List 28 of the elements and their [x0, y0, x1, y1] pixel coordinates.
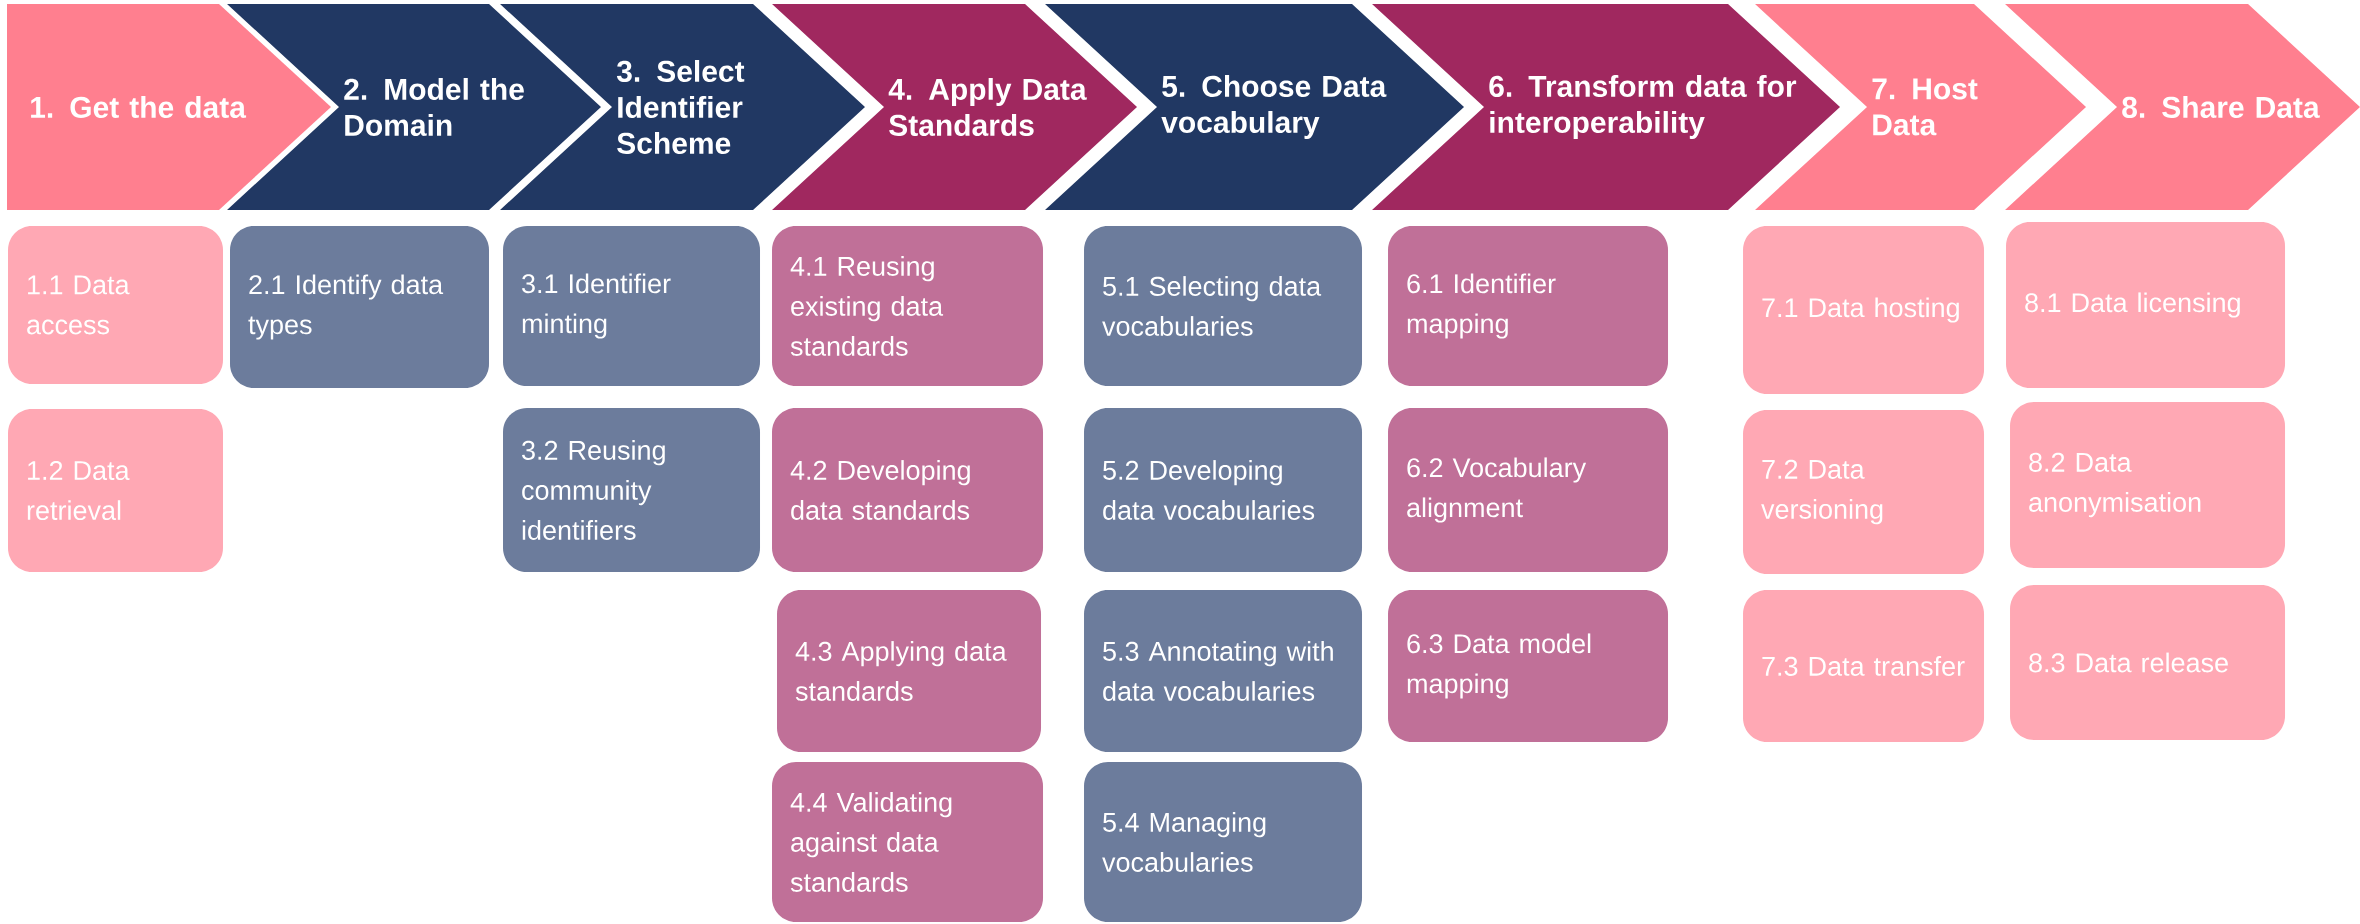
- task-box: 5.4 Managing vocabularies: [1084, 762, 1362, 922]
- task-box: 4.4 Validating against data standards: [772, 762, 1043, 922]
- task-box: 3.2 Reusing community identifiers: [503, 408, 760, 572]
- node-label: 8. Share Data: [2122, 95, 2320, 119]
- task-box: 1.2 Data retrieval: [8, 409, 223, 572]
- task-box: 5.2 Developing data vocabularies: [1084, 408, 1362, 572]
- task-box: 1.1 Data access: [8, 226, 223, 384]
- task-box: 4.2 Developing data standards: [772, 408, 1043, 572]
- node-label: 3. Select Identifier Scheme: [616, 59, 745, 155]
- task-box: 5.1 Selecting data vocabularies: [1084, 226, 1362, 386]
- chevron-step: 4. Apply Data Standards: [772, 4, 1137, 210]
- task-box: 4.1 Reusing existing data standards: [772, 226, 1043, 386]
- task-box: 6.1 Identifier mapping: [1388, 226, 1668, 386]
- task-box: 8.1 Data licensing: [2006, 222, 2286, 388]
- task-box: 3.1 Identifier minting: [503, 226, 760, 386]
- task-box: 8.2 Data anonymisation: [2010, 402, 2286, 568]
- task-box: 7.2 Data versioning: [1743, 410, 1985, 574]
- node-label: 7. Host Data: [1872, 78, 1978, 136]
- task-box: 8.3 Data release: [2010, 585, 2286, 740]
- chevron-step: 1. Get the data: [7, 4, 331, 210]
- task-box: 7.1 Data hosting: [1743, 226, 1985, 394]
- task-box: 4.3 Applying data standards: [777, 590, 1041, 752]
- chevron-step: 8. Share Data: [2005, 4, 2360, 210]
- task-box: 5.3 Annotating with data vocabularies: [1084, 590, 1362, 752]
- task-box: 6.3 Data model mapping: [1388, 590, 1668, 742]
- task-box: 6.2 Vocabulary alignment: [1388, 408, 1668, 572]
- task-box: 7.3 Data transfer: [1743, 590, 1985, 742]
- task-box: 2.1 Identify data types: [230, 226, 489, 388]
